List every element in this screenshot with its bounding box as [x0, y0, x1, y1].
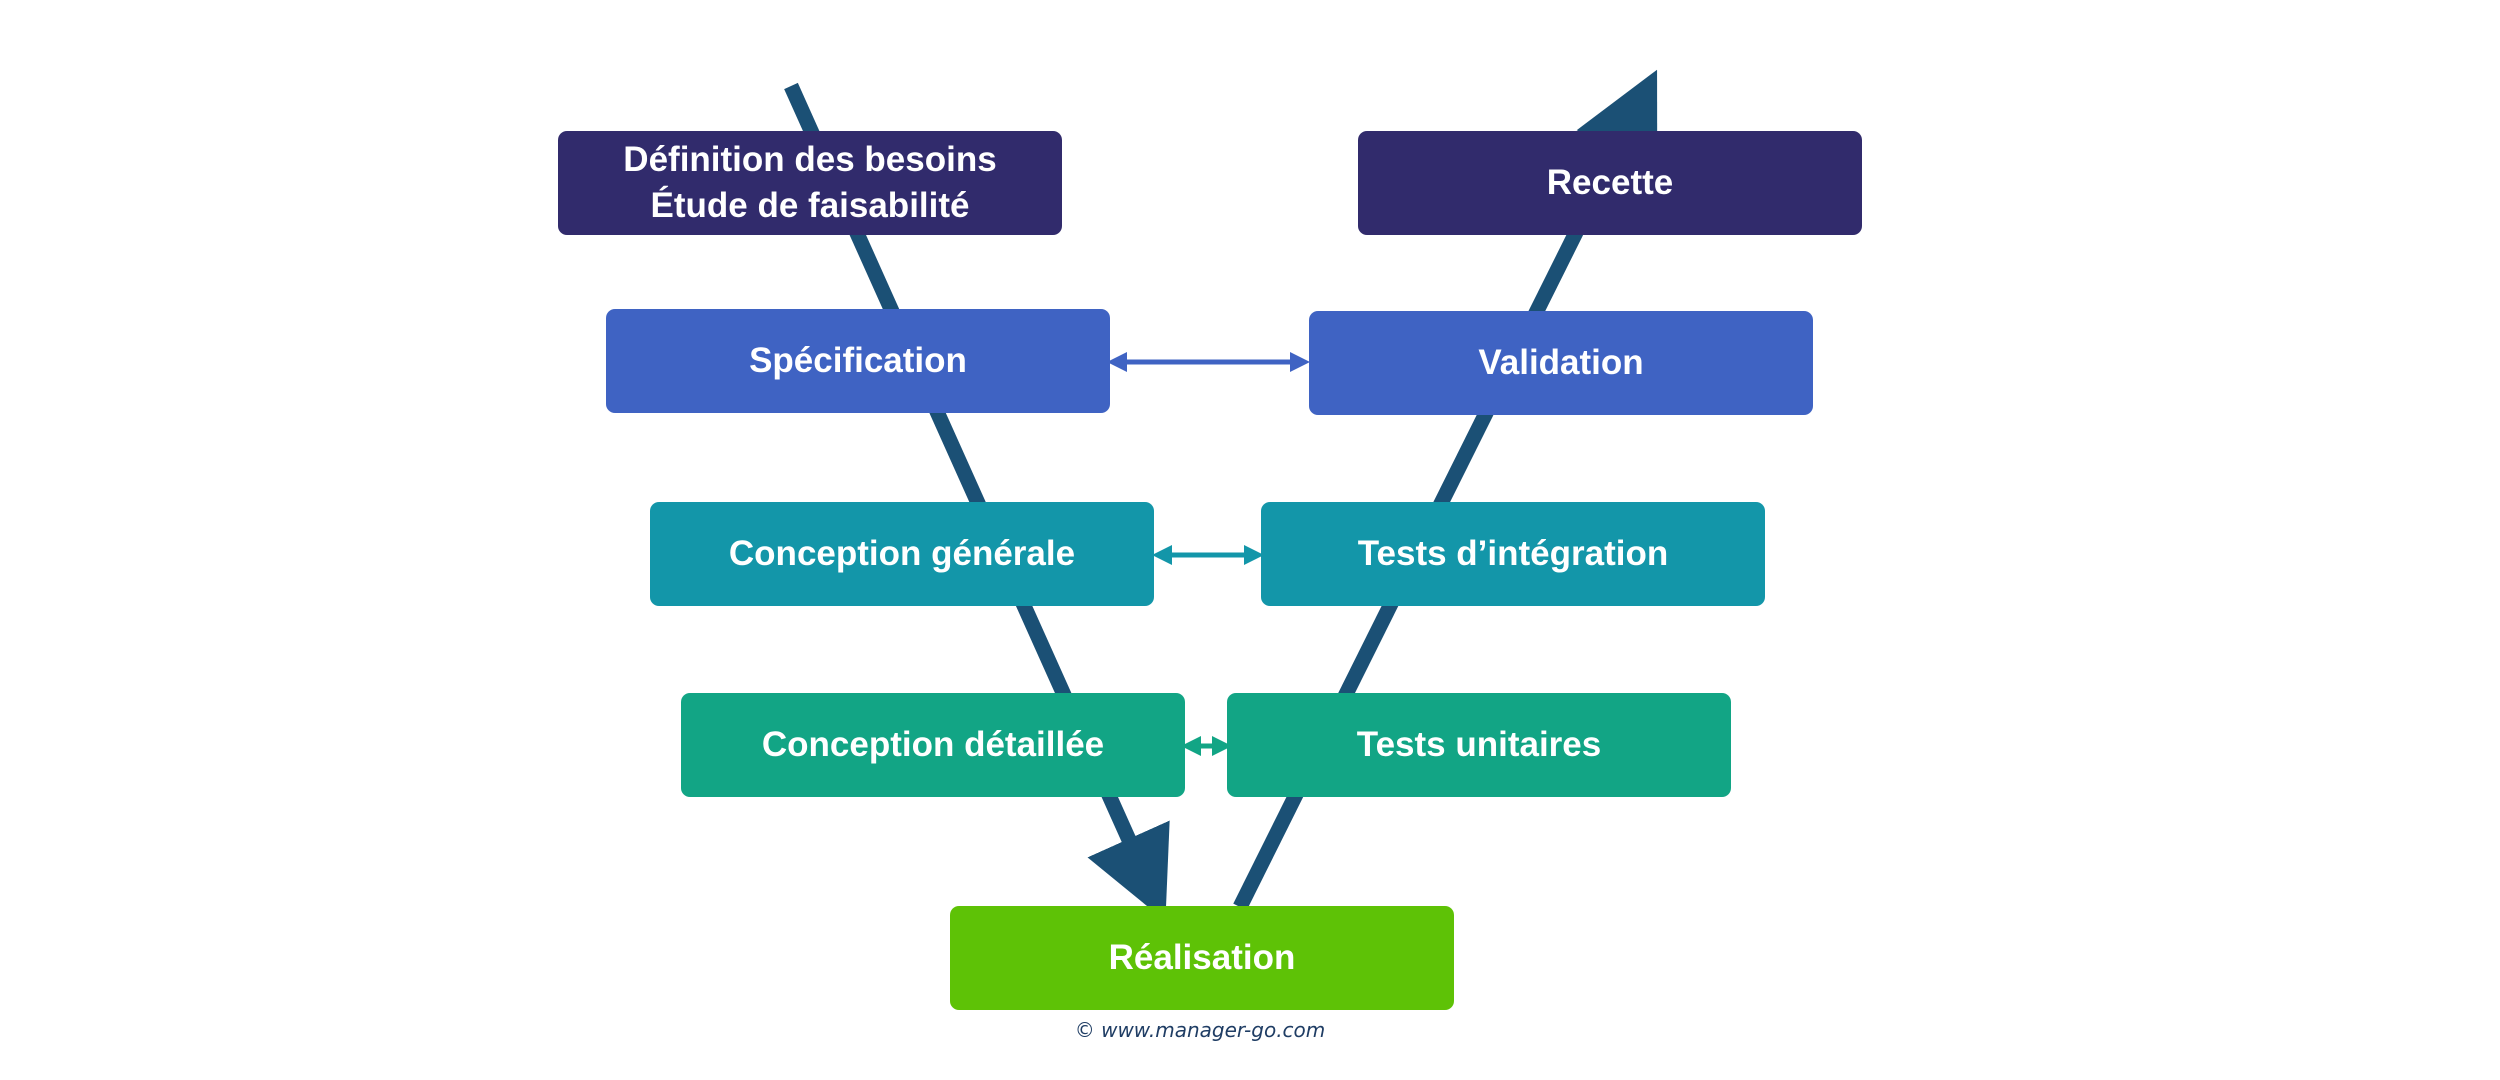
box-label: Réalisation	[1108, 938, 1296, 977]
box-label-line: Définition des besoins	[623, 140, 997, 179]
box-realisation: Réalisation	[950, 906, 1454, 1010]
box-validation: Validation	[1309, 311, 1813, 415]
box-label: Tests unitaires	[1356, 725, 1602, 764]
box-specification: Spécification	[606, 309, 1110, 413]
box-label: Conception détaillée	[761, 725, 1105, 764]
box-recette: Recette	[1358, 131, 1862, 235]
box-label: Tests d’intégration	[1357, 534, 1669, 573]
box-label: Conception générale	[728, 534, 1076, 573]
box-conception-detaillee: Conception détaillée	[681, 693, 1185, 797]
box-label: Recette	[1546, 163, 1674, 202]
box-definition-besoins: Définition des besoins Étude de faisabil…	[558, 131, 1062, 235]
box-tests-integration: Tests d’intégration	[1261, 502, 1765, 606]
box-label-line: Étude de faisabilité	[650, 186, 970, 225]
box-label: Spécification	[749, 341, 967, 380]
copyright-notice: © www.manager-go.com	[1074, 1018, 1326, 1042]
box-conception-generale: Conception générale	[650, 502, 1154, 606]
box-label: Validation	[1478, 343, 1644, 382]
box-tests-unitaires: Tests unitaires	[1227, 693, 1731, 797]
